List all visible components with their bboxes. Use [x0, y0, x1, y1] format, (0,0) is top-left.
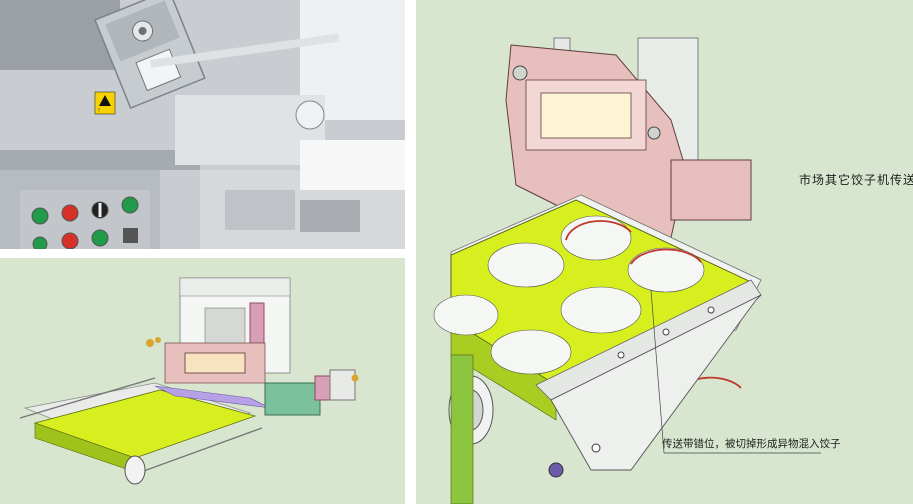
dumpling-machine-photo: ! — [0, 0, 405, 249]
knob-switch-icon — [91, 201, 109, 219]
machine-photo-drawing: ! — [0, 0, 405, 249]
green-button-icon — [31, 207, 49, 225]
conveyor-assembly-render — [0, 258, 405, 504]
svg-text:!: ! — [98, 108, 100, 114]
conveyor-note-label: 传送带错位，被切掉形成异物混入饺子 — [662, 438, 841, 450]
conveyor-detail-render: 市场其它饺子机传送方式 传送带错位，被切掉形成异物混入饺子 — [416, 0, 913, 504]
warning-label-icon: ! — [94, 91, 116, 115]
main-annotation-label: 市场其它饺子机传送方式 — [799, 173, 913, 187]
detail-drawing — [433, 37, 821, 504]
red-button-icon — [61, 204, 79, 249]
assembly-drawing — [19, 277, 359, 485]
